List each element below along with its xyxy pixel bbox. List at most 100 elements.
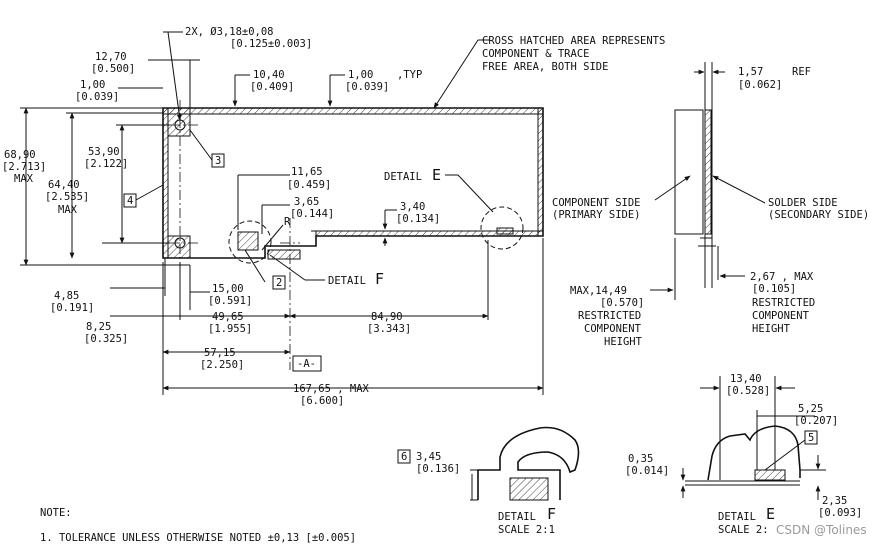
component-side-line1: COMPONENT SIDE <box>552 197 641 209</box>
dim-1449-l3: HEIGHT <box>604 336 643 348</box>
hatch-block-bottom <box>167 235 191 259</box>
dim-365-in: [0.144] <box>290 208 334 220</box>
note-title: NOTE: <box>40 507 72 519</box>
dim-825-in: [0.325] <box>84 333 128 345</box>
board-outline <box>162 107 544 260</box>
solder-side-line1: SOLDER SIDE <box>768 197 838 209</box>
dim-16765-in: [6.600] <box>300 395 344 407</box>
dim-035-in: [0.014] <box>625 465 669 477</box>
dim-340-in: [0.134] <box>396 213 440 225</box>
detail-f-title-letter: F <box>547 505 556 523</box>
dim-5715-mm: 57,15 <box>204 347 236 359</box>
callout-3-box <box>211 153 225 168</box>
dim-6890-max: MAX <box>14 173 34 185</box>
radius-label: R <box>284 216 291 228</box>
dim-267-mm: 2,67 , MAX <box>750 271 814 283</box>
dim-100a-mm: 1,00 <box>80 79 105 91</box>
detail-e-title-word: DETAIL <box>718 511 756 523</box>
callout-2-box <box>272 275 286 290</box>
callout-4: 4 <box>127 195 133 207</box>
callout-6: 6 <box>401 451 407 463</box>
callout-5-box <box>804 430 818 445</box>
dim-4965-mm: 49,65 <box>212 311 244 323</box>
datum-a: -A- <box>297 358 316 370</box>
hatch-note-line2: COMPONENT & TRACE <box>482 48 589 60</box>
detail-e-callout-word: DETAIL <box>384 171 422 183</box>
dim-6440-mm: 64,40 <box>48 179 80 191</box>
dim-1270-in: [0.500] <box>91 63 135 75</box>
dim-235-in: [0.093] <box>818 507 862 519</box>
component-side-line2: (PRIMARY SIDE) <box>552 209 641 221</box>
detail-f-title-word: DETAIL <box>498 511 536 523</box>
callout-4-box <box>123 193 137 208</box>
dim-345-in: [0.136] <box>416 463 460 475</box>
dimension-lines <box>20 31 544 395</box>
dim-8490-in: [3.343] <box>367 323 411 335</box>
dim-340-mm: 3,40 <box>400 201 425 213</box>
dim-267-l3: HEIGHT <box>752 323 791 335</box>
dim-267-l2: COMPONENT <box>752 310 810 322</box>
dim-1340-mm: 13,40 <box>730 373 762 385</box>
dim-4965-in: [1.955] <box>208 323 252 335</box>
detail-f-view <box>470 426 580 501</box>
detail-f-marker <box>228 220 272 264</box>
dim-6440-max: MAX <box>58 204 78 216</box>
detail-e-scale: SCALE 2: <box>718 524 769 536</box>
side-view <box>650 62 766 300</box>
detail-f-scale: SCALE 2:1 <box>498 524 555 536</box>
dim-1270-mm: 12,70 <box>95 51 127 63</box>
hole-dim-line1: 2X, Ø3,18±0,08 <box>185 26 274 38</box>
dim-5390-mm: 53,90 <box>88 146 120 158</box>
solder-side-line2: (SECONDARY SIDE) <box>768 209 869 221</box>
detail-e-view <box>680 376 826 500</box>
dim-267-l1: RESTRICTED <box>752 297 815 309</box>
dim-5715-in: [2.250] <box>200 359 244 371</box>
hatch-note-line3: FREE AREA, BOTH SIDE <box>482 61 608 73</box>
dim-1040-mm: 10,40 <box>253 69 285 81</box>
detail-e-callout-letter: E <box>432 166 441 184</box>
dim-1165-mm: 11,65 <box>291 166 323 178</box>
dim-485-mm: 4,85 <box>54 290 79 302</box>
dim-100typ-mm: 1,00 <box>348 69 373 81</box>
dim-1449-mm: MAX,14,49 <box>570 285 627 297</box>
dim-6890-in: [2.713] <box>2 161 46 173</box>
datum-a-box <box>292 355 322 372</box>
dim-1040-in: [0.409] <box>250 81 294 93</box>
dim-100typ-in: [0.039] <box>345 81 389 93</box>
detail-e-marker <box>480 206 524 250</box>
dim-235-mm: 2,35 <box>822 495 847 507</box>
callout-6-box <box>397 449 411 464</box>
detail-f-callout-letter: F <box>375 270 384 288</box>
dim-157-ref: REF <box>792 66 811 78</box>
dim-345-mm: 3,45 <box>416 451 441 463</box>
dim-1500-mm: 15,00 <box>212 283 244 295</box>
dim-157-in: [0.062] <box>738 79 782 91</box>
dim-1500-in: [0.591] <box>208 295 252 307</box>
dim-1165-in: [0.459] <box>287 179 331 191</box>
dim-8490-mm: 84,90 <box>371 311 403 323</box>
dim-5390-in: [2.122] <box>84 158 128 170</box>
dim-100a-in: [0.039] <box>75 91 119 103</box>
dim-16765-mm: 167,65 , MAX <box>293 383 370 395</box>
dim-485-in: [0.191] <box>50 302 94 314</box>
dim-1449-l1: RESTRICTED <box>578 310 641 322</box>
dim-525-mm: 5,25 <box>798 403 823 415</box>
dim-365-mm: 3,65 <box>294 196 319 208</box>
callout-3: 3 <box>215 155 221 167</box>
callout-5: 5 <box>808 432 814 444</box>
dim-525-in: [0.207] <box>794 415 838 427</box>
hatch-block-top <box>167 107 191 137</box>
watermark: CSDN @Tolines <box>776 523 867 537</box>
hole-dim-line2: [0.125±0.003] <box>230 38 312 50</box>
detail-e-title-letter: E <box>766 505 775 523</box>
dim-157-mm: 1,57 <box>738 66 763 78</box>
dim-6890-mm: 68,90 <box>4 149 36 161</box>
dim-825-mm: 8,25 <box>86 321 111 333</box>
hatch-note-line1: CROSS HATCHED AREA REPRESENTS <box>482 35 665 47</box>
dim-1449-in: [0.570] <box>600 297 644 309</box>
dim-100typ-typ: ,TYP <box>397 69 422 81</box>
dim-035-mm: 0,35 <box>628 453 653 465</box>
dim-1340-in: [0.528] <box>726 385 770 397</box>
dim-6440-in: [2.535] <box>45 191 89 203</box>
